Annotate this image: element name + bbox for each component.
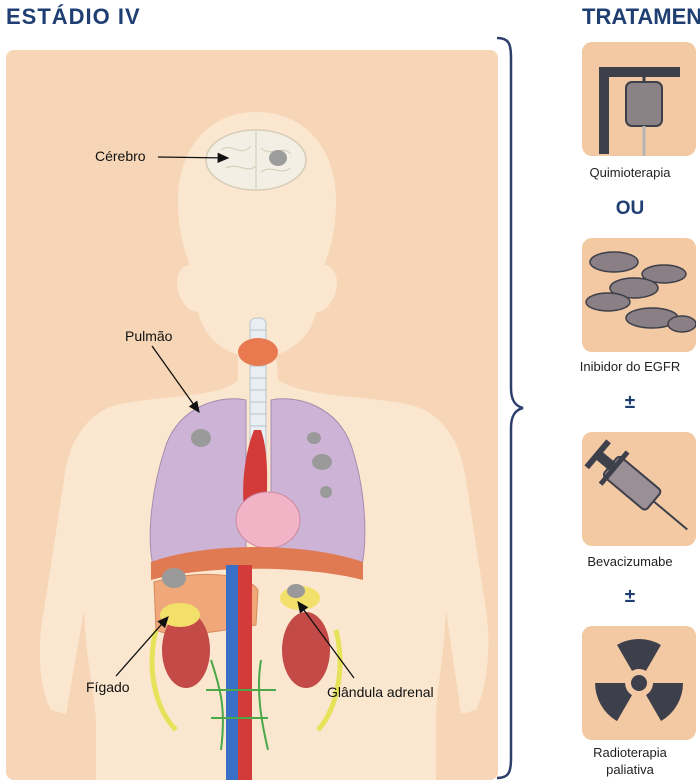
liver-arrow [115,616,169,677]
chemo-tile [582,42,696,156]
plusminus-2: ± [624,586,636,607]
brace [496,36,524,780]
lungs [149,398,366,571]
radio-tile [582,626,696,740]
pills-icon [585,251,696,333]
bev-tile [582,432,696,546]
radiation-icon [595,639,683,722]
brain-arrow [157,152,230,164]
anatomy-illustration [39,112,489,780]
brain-label: Cérebro [95,148,146,164]
treatment-title: TRATAMENTO [582,4,700,29]
chemo-caption: Quimioterapia [589,165,671,180]
iv-drip-icon [599,67,680,156]
radio-caption-line1: Radioterapia [593,745,667,760]
liver-label: Fígado [86,679,130,695]
egfr-tile [582,238,696,352]
kidneys [149,584,343,732]
adrenal-label: Glândula adrenal [327,684,434,700]
egfr-caption: Inibidor do EGFR [579,359,681,374]
lung-arrow [151,345,200,414]
stage-title: ESTÁDIO IV [6,4,141,29]
adrenal-arrow [297,600,355,679]
plusminus-1: ± [624,392,636,413]
syringe-icon [584,439,688,531]
or-connector: OU [615,198,645,219]
heart [235,430,301,549]
bev-caption: Bevacizumabe [587,554,673,569]
brain [205,129,307,191]
radio-caption-line2: paliativa [606,762,654,777]
lung-label: Pulmão [125,328,173,344]
